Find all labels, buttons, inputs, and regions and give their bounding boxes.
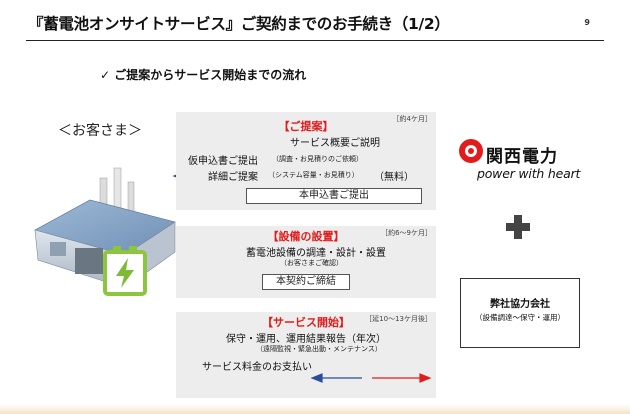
phase-proposal-duration: ［約4ケ月］ <box>392 115 432 123</box>
service-step-2: サービス料金のお支払い <box>202 362 312 373</box>
footer-band <box>0 404 630 414</box>
phase-installation-title: 【設備の設置】 <box>267 230 345 243</box>
proposal-step-3: 詳細ご提案 <box>208 172 258 183</box>
installation-step: 蓄電池設備の調達・設計・設置 <box>246 248 386 259</box>
partner-role: （設備調達～保守・運用） <box>475 313 565 322</box>
partner-name: 弊社協力会社 <box>490 299 550 310</box>
service-step-1-note: （遠隔監視・緊急出動・メンテナンス） <box>256 345 382 353</box>
page-number: 9 <box>584 18 590 27</box>
phase-proposal-panel: 【ご提案】 ［約4ケ月］ サービス概要ご説明 仮申込書ご提出 （調査・お見積りの… <box>176 112 436 210</box>
proposal-step-2: 仮申込書ご提出 <box>188 156 258 167</box>
phase-service-start-duration: ［延10～13ケ月後］ <box>365 315 432 323</box>
proposal-step-3-note: （システム容量・お見積り） <box>268 171 359 179</box>
title-divider <box>26 40 604 41</box>
payment-arrow <box>310 373 432 383</box>
plus-icon <box>504 213 532 241</box>
phase-proposal-title: 【ご提案】 <box>278 120 334 133</box>
phase-service-start-panel: 【サービス開始】 ［延10～13ケ月後］ 保守・運用、運用結果報告（年次） （遠… <box>176 312 436 398</box>
provider-tagline: power with heart <box>477 166 581 181</box>
customer-label: ＜お客さま＞ <box>58 123 142 139</box>
section-subheading: ✓ ご提案からサービス開始までの流れ <box>100 68 307 82</box>
proposal-step-2-note: （調査・お見積りのご依頼） <box>272 155 363 163</box>
provider-name: 関西電力 <box>486 147 558 167</box>
contract-signing-box: 本契約ご締結 <box>262 274 350 290</box>
application-submission-box: 本申込書ご提出 <box>246 188 422 204</box>
proposal-step-3-suffix: （無料） <box>374 172 414 183</box>
page-title: 『蓄電池オンサイトサービス』ご契約までのお手続き（1/2） <box>28 15 450 33</box>
service-step-1: 保守・運用、運用結果報告（年次） <box>226 334 386 345</box>
kepco-logo-icon <box>459 139 483 163</box>
installation-step-note: （お客さまご確認） <box>280 259 343 267</box>
phase-service-start-title: 【サービス開始】 <box>262 316 350 329</box>
factory-illustration <box>34 167 176 296</box>
phase-installation-panel: 【設備の設置】 ［約6～9ケ月］ 蓄電池設備の調達・設計・設置 （お客さまご確認… <box>176 226 436 298</box>
partner-box: 弊社協力会社 （設備調達～保守・運用） <box>460 278 580 348</box>
phase-installation-duration: ［約6～9ケ月］ <box>381 229 432 237</box>
proposal-step-1: サービス概要ご説明 <box>290 138 380 149</box>
